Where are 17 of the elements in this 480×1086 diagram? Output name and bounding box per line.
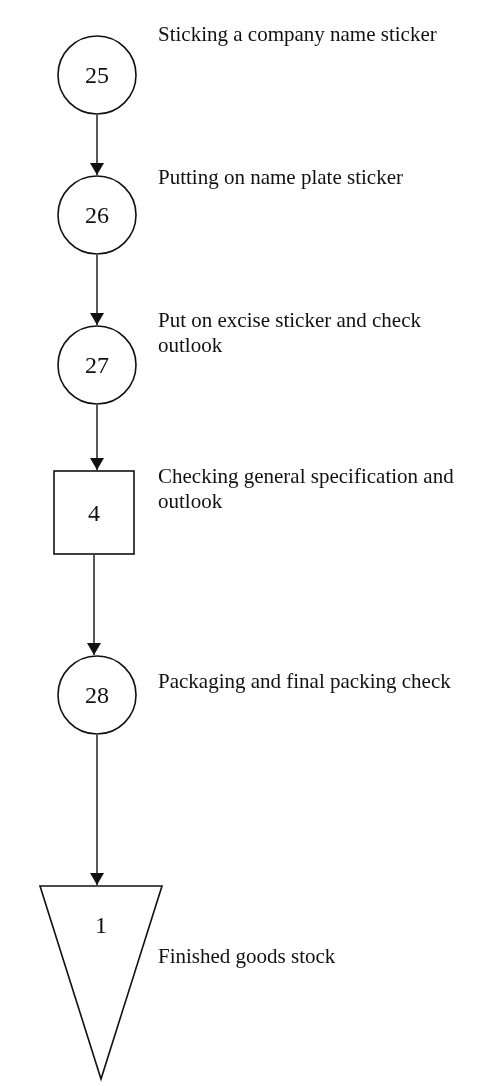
- step-description: Packaging and final packing check: [158, 669, 452, 694]
- step-number: 26: [84, 201, 110, 229]
- step-description: Put on excise sticker and check outlook: [158, 308, 422, 358]
- step-number: 1: [94, 911, 108, 939]
- arrow: [90, 114, 104, 176]
- arrow: [90, 254, 104, 326]
- step-description: Finished goods stock: [158, 944, 337, 969]
- step-description: Sticking a company name sticker: [158, 22, 438, 47]
- step-description: Checking general specification and outlook: [158, 464, 455, 514]
- step-description: Putting on name plate sticker: [158, 165, 404, 190]
- step-number: 4: [87, 498, 101, 527]
- arrow: [90, 734, 104, 886]
- step-number: 27: [84, 351, 110, 379]
- step-number: 28: [84, 681, 110, 709]
- arrow: [87, 554, 101, 656]
- step-number: 25: [84, 61, 110, 89]
- arrow: [90, 404, 104, 471]
